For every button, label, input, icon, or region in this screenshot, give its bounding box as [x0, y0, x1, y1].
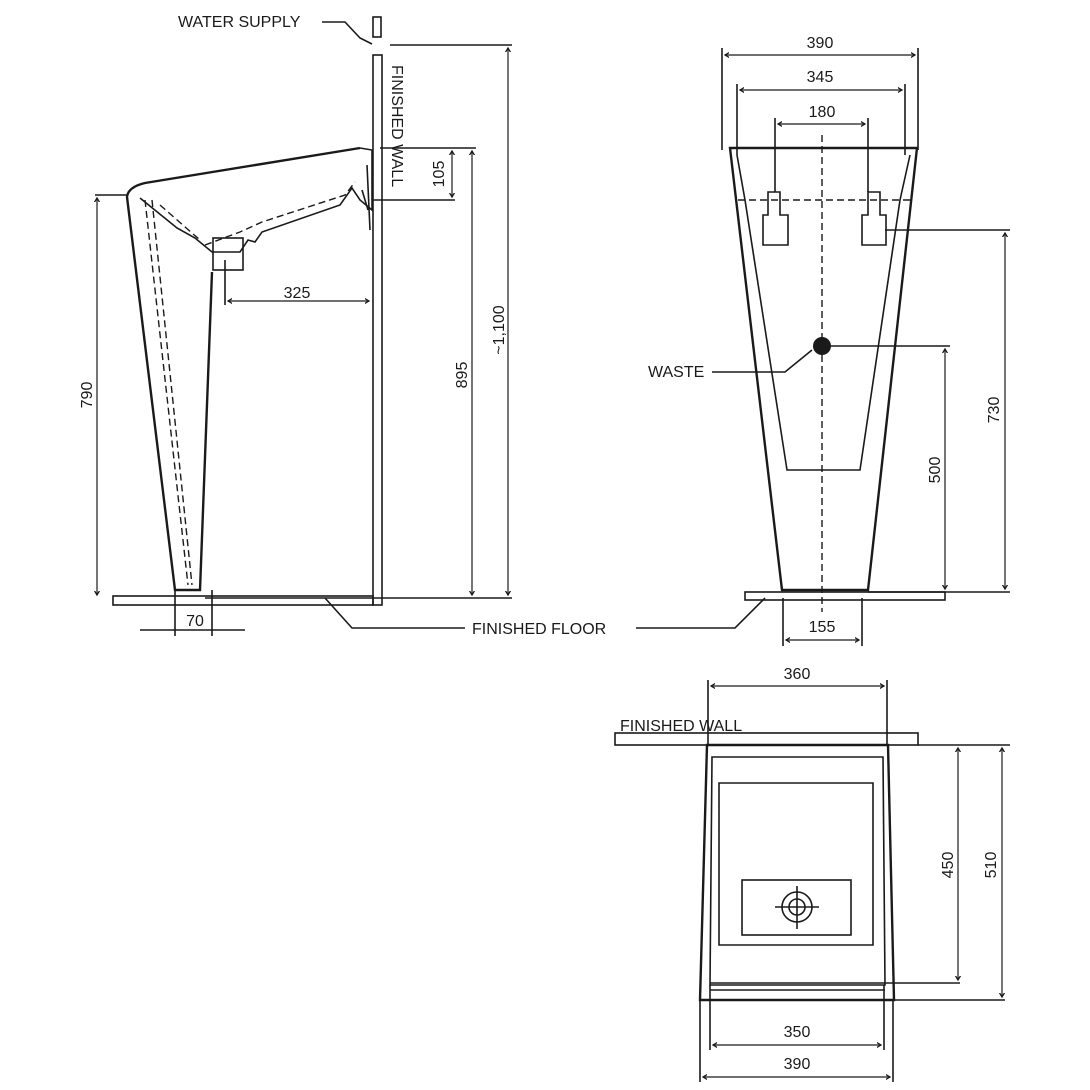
finished-wall-plan-label: FINISHED WALL	[620, 718, 742, 735]
front-extension-lines	[721, 48, 1010, 646]
dim-line-70	[140, 590, 245, 636]
dim-155-label: 155	[809, 619, 836, 636]
dim-345-label: 345	[807, 69, 834, 86]
side-view: WATER SUPPLY FINISHED WALL ~1,100 895 10…	[79, 14, 512, 636]
dim-390-front-label: 390	[807, 35, 834, 52]
front-view: WASTE 390 345 180 730 500 155	[648, 35, 1010, 646]
plan-extension-bottom	[699, 985, 894, 1082]
dim-390-plan-label: 390	[784, 1056, 811, 1073]
dim-730-label: 730	[986, 397, 1003, 424]
hidden-lines	[144, 181, 356, 586]
plan-view: 360 FINISHED WALL 450 510 350 390	[614, 666, 1010, 1082]
urinal-front-inner	[736, 154, 911, 471]
dim-790-label: 790	[79, 382, 96, 409]
waste-label: WASTE	[648, 364, 704, 381]
waste-leader	[712, 349, 813, 373]
finished-wall-side-label: FINISHED WALL	[388, 65, 405, 187]
dim-360-label: 360	[784, 666, 811, 683]
dim-510-label: 510	[983, 852, 1000, 879]
dim-70-label: 70	[186, 613, 204, 630]
urinal-plan-inner	[709, 756, 886, 986]
urinal-front-outline	[728, 146, 919, 592]
finished-floor-label: FINISHED FLOOR	[472, 621, 606, 638]
dim-105-label: 105	[431, 161, 448, 188]
water-supply-label: WATER SUPPLY	[178, 14, 301, 31]
dim-350-label: 350	[784, 1024, 811, 1041]
wall-hanger	[361, 164, 371, 231]
finished-floor-side	[112, 595, 374, 606]
dim-325-label: 325	[284, 285, 311, 302]
finished-wall-side	[372, 54, 383, 606]
finished-floor-front	[744, 591, 946, 601]
water-supply-pipe	[372, 16, 382, 38]
plan-extension-top	[707, 680, 888, 745]
bracket-left	[762, 191, 789, 246]
water-supply-leader	[322, 21, 373, 45]
bracket-right	[861, 191, 887, 246]
dim-180-label: 180	[809, 104, 836, 121]
urinal-bowl-outline	[139, 147, 373, 253]
waste-outlet-icon	[813, 337, 831, 355]
urinal-body-outline	[125, 146, 361, 592]
finished-floor-leader-left	[324, 597, 465, 629]
dim-895-label: 895	[454, 362, 471, 389]
outlet-spud	[212, 237, 244, 271]
dim-450-label: 450	[940, 852, 957, 879]
dim-1100-label: ~1,100	[491, 305, 508, 354]
urinal-bowl-plan	[718, 782, 874, 946]
drain-area	[741, 879, 852, 936]
drain-target-icon	[775, 886, 819, 929]
dim-500-label: 500	[927, 457, 944, 484]
extension-lines	[95, 44, 512, 599]
finished-floor-leader-right	[636, 597, 766, 629]
